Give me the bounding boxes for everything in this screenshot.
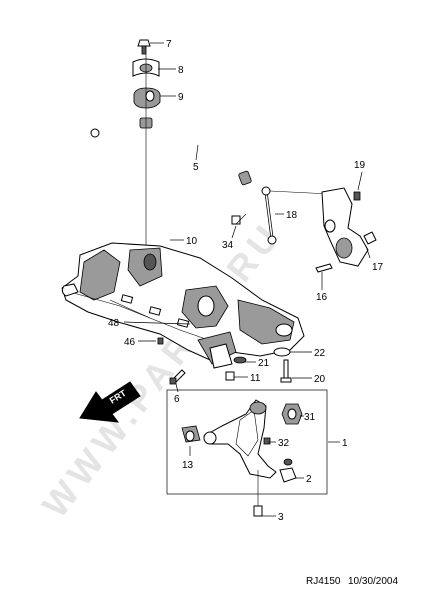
stabilizer-bar <box>90 116 252 214</box>
callout-31: 31 <box>304 412 316 423</box>
callout-5: 5 <box>193 162 199 173</box>
lower-control-arm <box>181 399 303 517</box>
stabilizer-mount-parts <box>132 39 161 250</box>
callout-48: 48 <box>108 318 120 329</box>
footer: RJ4150 10/30/2004 <box>306 576 398 587</box>
callout-2: 2 <box>306 474 312 485</box>
callout-34: 34 <box>222 240 234 251</box>
callout-32: 32 <box>278 438 290 449</box>
footer-date: 10/30/2004 <box>348 576 398 587</box>
callout-9: 9 <box>178 92 184 103</box>
callout-18: 18 <box>286 210 298 221</box>
callout-3: 3 <box>278 512 284 523</box>
callout-7: 7 <box>166 39 172 50</box>
callout-22: 22 <box>314 348 326 359</box>
callout-13: 13 <box>182 460 194 471</box>
callout-20: 20 <box>314 374 326 385</box>
front-crossmember <box>61 242 305 365</box>
callout-16: 16 <box>316 292 328 303</box>
callouts: 7 8 9 5 19 18 34 10 17 16 48 46 21 22 11… <box>108 39 384 523</box>
fasteners <box>157 337 292 385</box>
callout-17: 17 <box>372 262 384 273</box>
callout-11: 11 <box>250 373 261 384</box>
callout-1: 1 <box>342 438 348 449</box>
footer-code: RJ4150 <box>306 576 341 587</box>
callout-46: 46 <box>124 337 136 348</box>
callout-21: 21 <box>258 358 270 369</box>
callout-8: 8 <box>178 65 184 76</box>
stabilizer-link-and-knuckle <box>231 186 377 273</box>
assembly-1-frame <box>166 389 328 495</box>
callout-10: 10 <box>186 236 198 247</box>
callout-6: 6 <box>174 394 180 405</box>
leader-lines <box>123 42 371 517</box>
callout-19: 19 <box>354 160 366 171</box>
